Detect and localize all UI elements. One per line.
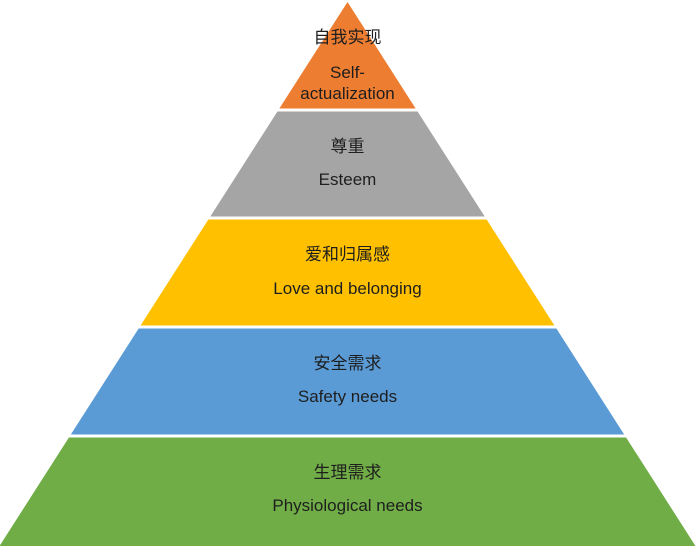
level-4-en-label: Safety needs <box>297 387 398 406</box>
level-1-en-label-line1: Self- <box>330 63 365 82</box>
pyramid-level-3 <box>140 219 555 326</box>
level-1-zh-label: 自我实现 <box>313 28 382 48</box>
level-1-en-label-line2: actualization <box>300 84 395 103</box>
level-3-en-label: Love and belonging <box>273 279 422 298</box>
pyramid-level-2 <box>210 111 485 217</box>
level-2-en-label: Esteem <box>318 170 377 189</box>
pyramid-level-4 <box>70 328 625 435</box>
level-5-zh-label: 生理需求 <box>313 463 382 483</box>
level-4-zh-label: 安全需求 <box>313 354 382 374</box>
level-2-zh-label: 尊重 <box>330 137 365 157</box>
pyramid-level-1 <box>279 2 416 109</box>
level-5-en-label: Physiological needs <box>272 496 423 515</box>
level-3-zh-label: 爱和归属感 <box>305 245 390 265</box>
pyramid-level-5 <box>0 437 695 546</box>
